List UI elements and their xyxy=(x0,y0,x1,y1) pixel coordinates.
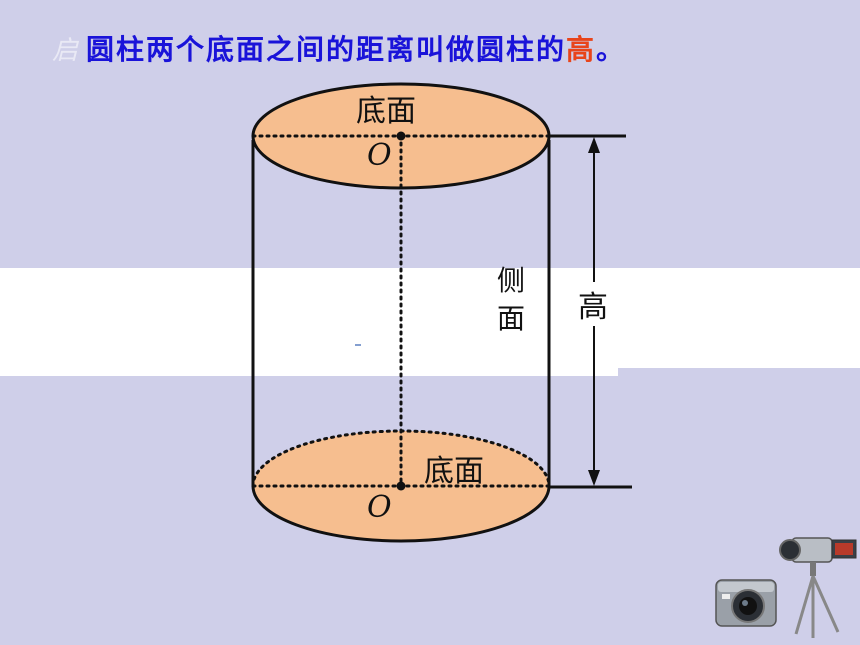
title-end: 。 xyxy=(596,33,627,66)
height-label: 高 xyxy=(576,282,610,326)
height-arrow-up xyxy=(588,137,600,153)
camera-icon xyxy=(715,537,857,638)
bottom-base-front-arc xyxy=(251,485,551,543)
top-center-point xyxy=(396,131,406,141)
top-base-label: 底面 xyxy=(356,94,416,129)
height-arrow-down xyxy=(588,470,600,486)
side-label: 侧面 xyxy=(496,264,525,335)
bottom-center-label: O xyxy=(367,490,392,525)
top-center-label: O xyxy=(367,138,392,173)
ghost-text: 启 xyxy=(52,36,79,66)
title-main: 圆柱两个底面之间的距离叫做圆柱的 xyxy=(86,33,567,66)
title-highlight: 高 xyxy=(566,33,597,66)
bottom-base-label: 底面 xyxy=(424,454,484,489)
bottom-center-point xyxy=(396,481,406,491)
white-band xyxy=(0,268,618,376)
white-band-right xyxy=(618,268,860,368)
slide-title: 圆柱两个底面之间的距离叫做圆柱的高。 xyxy=(86,28,626,68)
